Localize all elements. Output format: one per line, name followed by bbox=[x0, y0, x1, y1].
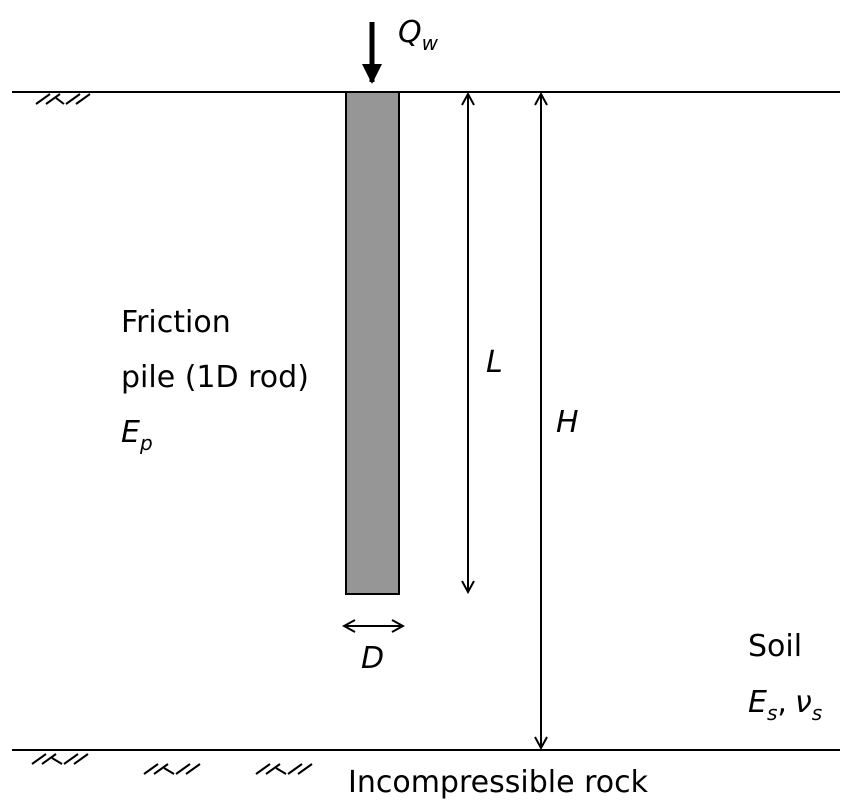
pile-length-label: L bbox=[486, 345, 503, 380]
load-label: Qw bbox=[398, 15, 439, 55]
ground-hatch-icon bbox=[35, 93, 91, 105]
rock-hatch-icon bbox=[31, 753, 313, 775]
pile-modulus-label: Ep bbox=[121, 415, 153, 455]
pile-diameter-label: D bbox=[361, 641, 384, 676]
layer-thickness-label: H bbox=[556, 405, 579, 440]
soil-label: Soil bbox=[748, 629, 802, 664]
load-arrowhead bbox=[362, 64, 382, 84]
pile-label-line2: pile (1D rod) bbox=[121, 360, 309, 395]
pile-label-line1: Friction bbox=[121, 305, 231, 340]
friction-pile bbox=[345, 91, 400, 595]
soil-properties-label: Es,νs bbox=[748, 685, 822, 725]
rock-label: Incompressible rock bbox=[348, 765, 649, 800]
